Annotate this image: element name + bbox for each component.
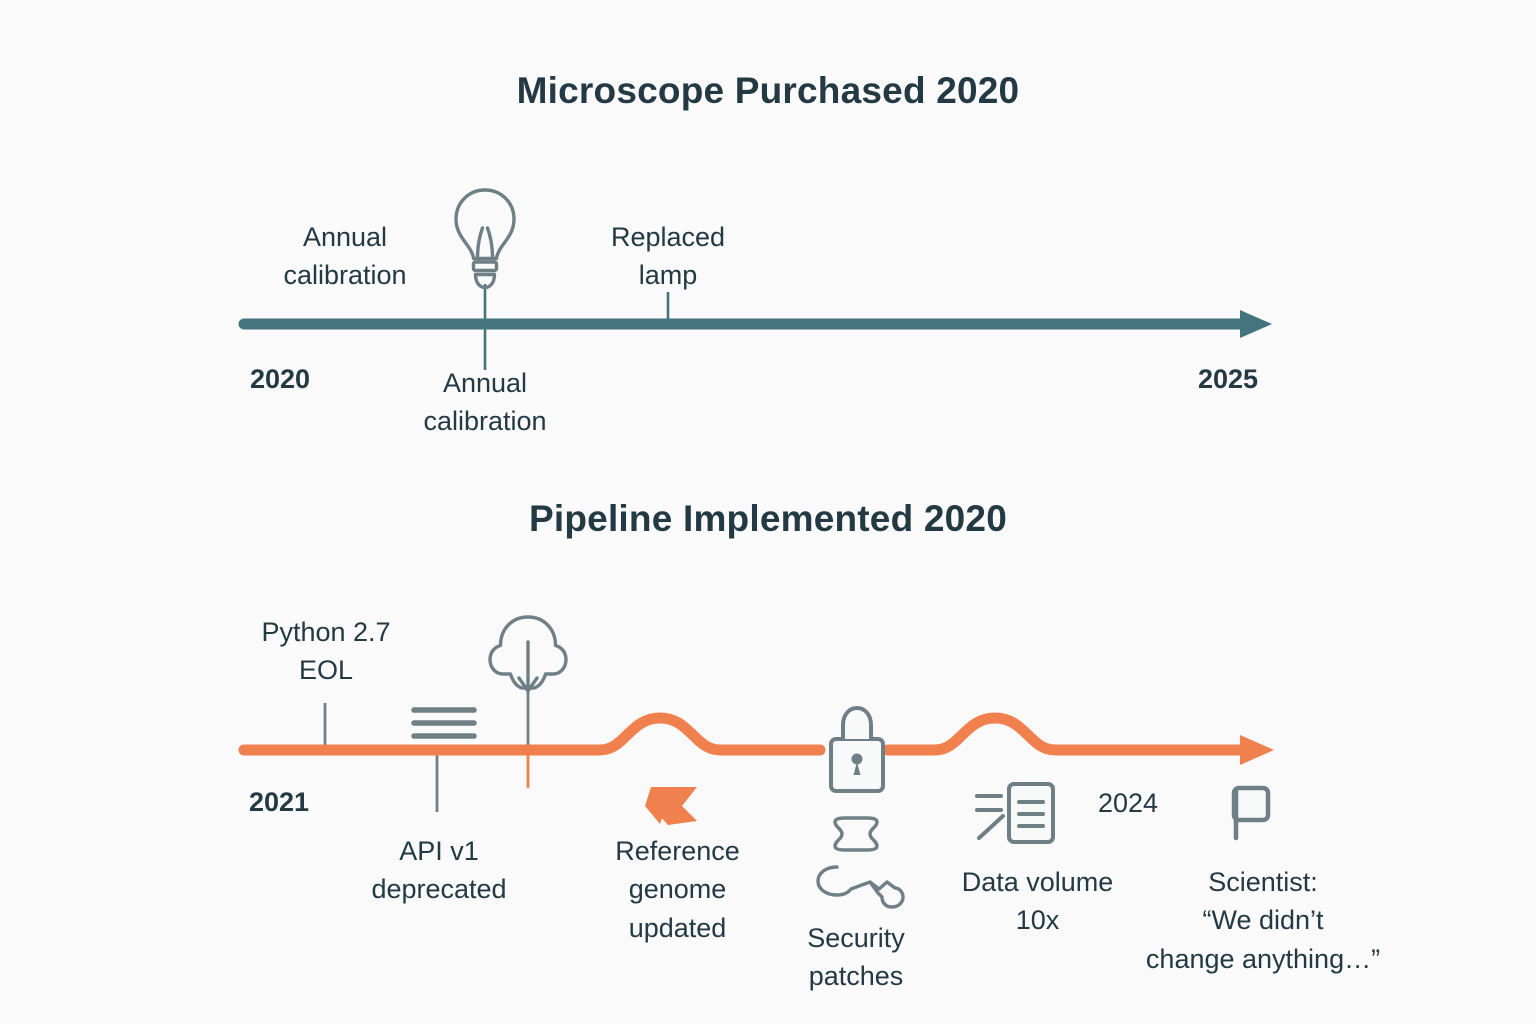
document-lines-icon xyxy=(975,782,1055,844)
timeline-2-line-left xyxy=(238,712,826,756)
lock-icon xyxy=(829,705,885,793)
flag-icon xyxy=(1231,785,1271,841)
label-security-patches: Security patches xyxy=(807,923,905,992)
label-reference-genome: Reference genome updated xyxy=(615,836,740,943)
timeline-2-line-right xyxy=(882,712,1254,756)
bandage-icon xyxy=(833,816,879,852)
arrow-ribbon-icon xyxy=(645,787,697,825)
label-replaced-lamp: Replaced lamp xyxy=(610,222,726,291)
lightbulb-icon xyxy=(454,188,516,290)
year-end-2025: 2025 xyxy=(1197,364,1259,394)
year-start-2021: 2021 xyxy=(248,787,310,817)
label-scientist-quote: Scientist: “We didn’t change anything…” xyxy=(1145,867,1381,974)
year-start-2020: 2020 xyxy=(249,364,311,394)
timeline-2-arrowhead xyxy=(1240,735,1274,765)
timeline-1-arrowhead xyxy=(1240,310,1272,338)
label-annual-calibration-top: Annual calibration xyxy=(283,222,407,291)
timeline-1-title: Microscope Purchased 2020 xyxy=(516,70,1020,111)
label-data-volume: Data volume 10x xyxy=(961,867,1114,936)
timeline-2-title: Pipeline Implemented 2020 xyxy=(529,498,1007,539)
year-mid-2024: 2024 xyxy=(1097,788,1159,818)
label-api-deprecated: API v1 deprecated xyxy=(371,836,507,905)
label-annual-calibration-bottom: Annual calibration xyxy=(423,368,547,437)
key-icon xyxy=(816,865,905,909)
label-python-eol: Python 2.7 EOL xyxy=(261,617,391,686)
cloud-download-icon xyxy=(488,615,568,693)
list-lines-icon xyxy=(411,707,477,739)
